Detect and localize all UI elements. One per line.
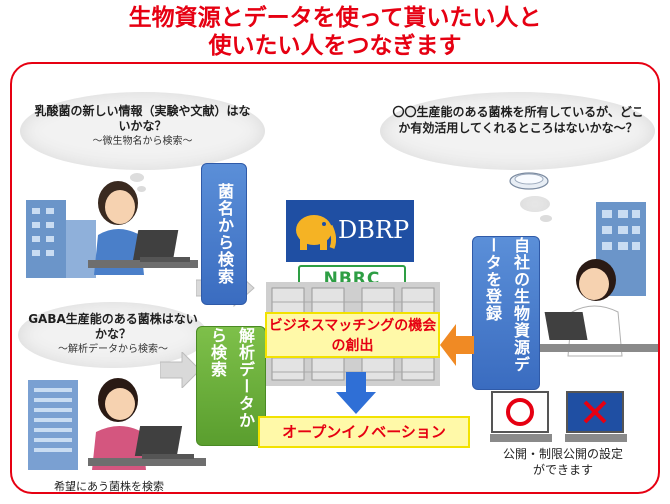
bubble-top-left-text: 乳酸菌の新しい情報（実験や文献）はないかな？ ～微生物名から検索～ [30, 104, 255, 149]
elephant-icon [296, 215, 336, 250]
researcher-right-illustration [532, 259, 658, 357]
thought-cloud-mid-left [18, 302, 208, 368]
building-icon [26, 200, 96, 278]
building-icon [596, 202, 646, 296]
title-line-2: 使いたい人をつなぎます [208, 33, 462, 59]
restricted-monitor-icon [565, 391, 627, 442]
thought-dot [540, 215, 552, 222]
bubble-top-left-sub: ～微生物名から検索～ [92, 136, 193, 147]
thought-dot [130, 173, 144, 182]
thought-cloud-top-left [20, 92, 265, 170]
bubble-right-text: 〇〇生産能のある菌株を所有しているが、どこか有効活用してくれるところはないかな～… [392, 105, 644, 135]
arrow-left-icon [440, 324, 474, 366]
bubble-mid-left-main: GABA生産能のある菌株はないかな？ [28, 312, 198, 341]
public-monitor-icon [490, 391, 552, 442]
caption-bottom-right: 公開・制限公開の設定ができます [502, 447, 623, 477]
search-by-analysis-box: 解析データから検索 [196, 326, 266, 446]
building-icon [28, 380, 78, 470]
arrow-down-icon [336, 372, 376, 414]
thought-dot [520, 196, 550, 212]
bubble-top-left-main: 乳酸菌の新しい情報（実験や文献）はないかな？ [34, 104, 251, 133]
dbrp-logo: DBRP [286, 200, 414, 262]
bubble-mid-left-text: GABA生産能のある菌株はないかな？ ～解析データから検索～ [24, 312, 202, 357]
petri-dish-icon [509, 172, 549, 190]
thought-cloud-right [380, 92, 655, 170]
caption-bottom-left: 希望にあう菌株を検索 [54, 480, 164, 493]
dbrp-logo-text: DBRP [338, 216, 410, 244]
title-line-1: 生物資源とデータを使って貰いたい人と [128, 5, 542, 31]
researcher-top-left-illustration [88, 181, 198, 275]
researcher-bottom-left-illustration [88, 378, 206, 470]
register-data-box: 自社の生物資源データを登録 [472, 236, 540, 390]
arrow-right-icon [160, 352, 200, 388]
bubble-mid-left-sub: ～解析データから検索～ [58, 344, 168, 355]
thought-dot [137, 186, 146, 192]
open-innovation-box: オープンイノベーション [258, 416, 470, 448]
search-by-name-box: 菌名から検索 [201, 163, 247, 305]
business-matching-box: ビジネスマッチングの機会の創出 [265, 312, 440, 358]
